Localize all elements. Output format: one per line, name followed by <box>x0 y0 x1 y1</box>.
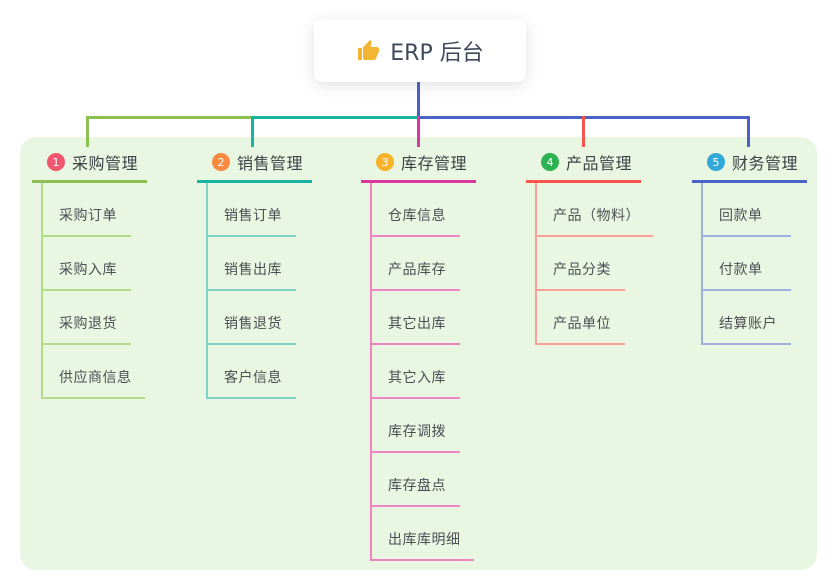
branch-1: 1 采购管理采购订单采购入库采购退货供应商信息 <box>32 150 192 399</box>
root-connector-line <box>417 82 420 119</box>
mindmap-item[interactable]: 付款单 <box>703 237 791 291</box>
mindmap-item[interactable]: 客户信息 <box>208 345 296 399</box>
mindmap-item[interactable]: 出库库明细 <box>372 507 474 561</box>
root-title: ERP 后台 <box>390 40 484 66</box>
mindmap-item[interactable]: 产品单位 <box>537 291 625 345</box>
thumbs-up-icon <box>356 39 380 63</box>
branch-label[interactable]: 4 产品管理 <box>526 150 641 183</box>
branch-items: 仓库信息产品库存其它出库其它入库库存调拨库存盘点出库库明细 <box>370 183 474 561</box>
branch-drop-line-4 <box>582 116 585 147</box>
mindmap-item[interactable]: 供应商信息 <box>43 345 145 399</box>
branch-index-badge: 4 <box>541 153 559 171</box>
branch-drop-line-5 <box>747 116 750 147</box>
branch-items: 采购订单采购入库采购退货供应商信息 <box>41 183 145 399</box>
connector-segment-green <box>86 116 254 119</box>
mindmap-item[interactable]: 库存调拨 <box>372 399 460 453</box>
mindmap-panel <box>20 137 817 570</box>
branch-5: 5 财务管理回款单付款单结算账户 <box>692 150 839 345</box>
mindmap-item[interactable]: 回款单 <box>703 183 791 237</box>
branch-drop-line-1 <box>86 116 89 147</box>
mindmap-item[interactable]: 产品分类 <box>537 237 625 291</box>
mindmap-item[interactable]: 销售退货 <box>208 291 296 345</box>
mindmap-item[interactable]: 其它入库 <box>372 345 460 399</box>
branch-items: 销售订单销售出库销售退货客户信息 <box>206 183 296 399</box>
branch-label[interactable]: 1 采购管理 <box>32 150 147 183</box>
branch-index-badge: 2 <box>212 153 230 171</box>
branch-4: 4 产品管理产品（物料）产品分类产品单位 <box>526 150 686 345</box>
branch-title: 销售管理 <box>237 154 304 173</box>
mindmap-item[interactable]: 销售出库 <box>208 237 296 291</box>
mindmap-item[interactable]: 采购入库 <box>43 237 131 291</box>
mindmap-item[interactable]: 产品库存 <box>372 237 460 291</box>
branch-3: 3 库存管理仓库信息产品库存其它出库其它入库库存调拨库存盘点出库库明细 <box>361 150 521 561</box>
mindmap-item[interactable]: 其它出库 <box>372 291 460 345</box>
branch-title: 产品管理 <box>566 154 633 173</box>
branch-2: 2 销售管理销售订单销售出库销售退货客户信息 <box>197 150 357 399</box>
branch-title: 库存管理 <box>401 154 468 173</box>
branch-label[interactable]: 3 库存管理 <box>361 150 476 183</box>
branch-index-badge: 3 <box>376 153 394 171</box>
branch-title: 财务管理 <box>732 154 799 173</box>
root-node[interactable]: ERP 后台 <box>314 19 526 82</box>
branch-label[interactable]: 5 财务管理 <box>692 150 807 183</box>
branch-title: 采购管理 <box>72 154 139 173</box>
connector-segment-teal <box>252 116 419 119</box>
branch-index-badge: 1 <box>47 153 65 171</box>
branch-items: 回款单付款单结算账户 <box>701 183 791 345</box>
branch-label[interactable]: 2 销售管理 <box>197 150 312 183</box>
branch-index-badge: 5 <box>707 153 725 171</box>
mindmap-item[interactable]: 结算账户 <box>703 291 791 345</box>
mindmap-item[interactable]: 采购退货 <box>43 291 131 345</box>
mindmap-item[interactable]: 库存盘点 <box>372 453 460 507</box>
mindmap-item[interactable]: 采购订单 <box>43 183 131 237</box>
mindmap-item[interactable]: 产品（物料） <box>537 183 653 237</box>
branch-drop-line-3 <box>417 116 420 147</box>
mindmap-item[interactable]: 销售订单 <box>208 183 296 237</box>
mindmap-item[interactable]: 仓库信息 <box>372 183 460 237</box>
branch-items: 产品（物料）产品分类产品单位 <box>535 183 653 345</box>
branch-drop-line-2 <box>251 116 254 147</box>
